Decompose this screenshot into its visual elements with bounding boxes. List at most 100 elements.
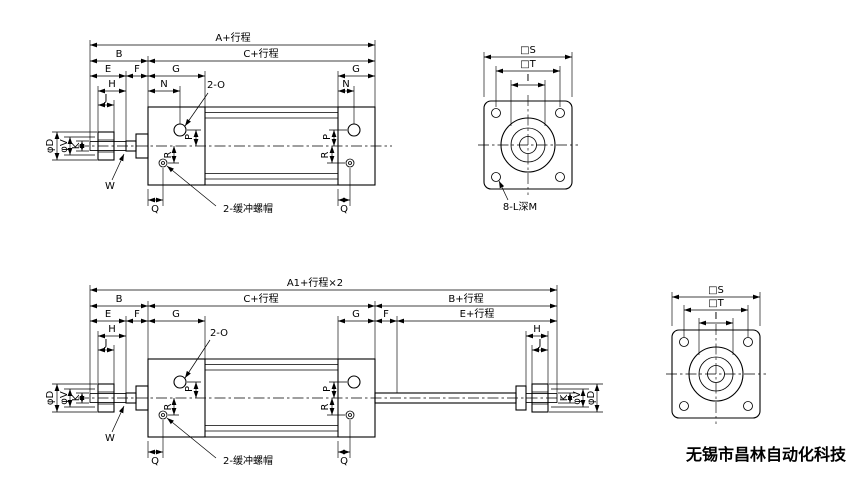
end-view-centerlines-bottom bbox=[666, 324, 766, 424]
label-ports-bottom: 2-O bbox=[210, 328, 228, 339]
dim-label-g-rear-bottom: G bbox=[352, 309, 360, 320]
dim-label-phi-v: φV bbox=[59, 139, 70, 153]
dim-label-b: B bbox=[116, 49, 123, 60]
rear-cushion-circle-bottom bbox=[345, 410, 355, 420]
tie-rods bbox=[205, 112, 338, 180]
rear-port-circle-bottom bbox=[347, 375, 361, 389]
dim-label-q-front-bottom: Q bbox=[151, 456, 159, 467]
dim-label-f: F bbox=[134, 64, 140, 75]
front-cover bbox=[147, 106, 206, 186]
rear-port-circle bbox=[347, 123, 361, 137]
dim-label-p-front-bottom: P bbox=[184, 386, 195, 392]
mount-holes-leader bbox=[498, 180, 509, 201]
front-cushion-circle-bottom bbox=[158, 410, 168, 420]
end-view-labels-bottom: □S □T I bbox=[708, 285, 725, 322]
rear-cushion-center-bottom bbox=[348, 413, 352, 417]
dim-label-f-left: F bbox=[134, 309, 140, 320]
rear-cover bbox=[337, 106, 376, 186]
front-port-circle-bottom bbox=[173, 375, 187, 389]
tie-rods-bottom bbox=[205, 364, 338, 432]
top-cylinder-body bbox=[147, 106, 376, 186]
dim-label-k: K bbox=[71, 142, 82, 149]
wrench-flat-leader-bottom bbox=[111, 405, 125, 433]
dim-label-j: J bbox=[104, 93, 108, 104]
dim-label-e: E bbox=[105, 64, 111, 75]
dim-label-t-square-bottom: □T bbox=[708, 298, 724, 309]
top-cylinder-side-view: A+行程 B C+行程 E F G G H N N 2-O J φD φV K … bbox=[45, 31, 392, 215]
cushion-leader bbox=[166, 165, 217, 207]
label-mount-holes: 8-L深M bbox=[503, 201, 537, 213]
label-cushion-nuts-bottom: 2-缓冲螺帽 bbox=[223, 454, 273, 467]
dim-label-b-stroke: B+行程 bbox=[448, 292, 483, 305]
dim-label-w-bottom: W bbox=[105, 433, 115, 444]
flange-square bbox=[483, 100, 573, 190]
end-view-extension-lines-bottom bbox=[671, 292, 761, 355]
rod-hex-nut bbox=[97, 131, 115, 161]
rod-hex-nut-left bbox=[97, 383, 115, 413]
end-view-extension-lines bbox=[483, 52, 573, 126]
top-rod-end-assembly bbox=[89, 131, 149, 161]
wrench-flat-leader bbox=[111, 153, 125, 181]
dim-label-r-rear-bottom: R bbox=[320, 403, 331, 410]
end-view-dimension-lines bbox=[484, 54, 572, 88]
dim-label-f-right: F bbox=[383, 309, 389, 320]
dim-label-p-front: P bbox=[184, 134, 195, 140]
top-end-view: □S □T I 8-L深M bbox=[478, 45, 578, 213]
port-leader bbox=[184, 92, 209, 127]
bottom-cylinder-body bbox=[147, 358, 376, 438]
dim-label-g-rear: G bbox=[352, 64, 360, 75]
dim-label-t-square: □T bbox=[520, 59, 536, 70]
dim-label-k-left-bottom: K bbox=[71, 394, 82, 401]
dim-label-h-left-bottom: H bbox=[108, 324, 116, 335]
bottom-right-rod-end bbox=[374, 383, 558, 413]
dim-label-e-stroke: E+行程 bbox=[460, 307, 495, 320]
dim-label-h: H bbox=[108, 79, 116, 90]
dim-label-k-right: K bbox=[559, 394, 570, 401]
dim-label-i: I bbox=[527, 73, 530, 84]
rod-hex-nut-right bbox=[531, 383, 549, 413]
company-watermark: 无锡市昌林自动化科技 bbox=[685, 445, 847, 464]
hex-nut-flats bbox=[98, 139, 114, 153]
bottom-cylinder-side-view: A1+行程×2 B C+行程 B+行程 E F G G F E+行程 H 2-O… bbox=[45, 276, 603, 467]
dim-label-phi-d-right: φD bbox=[586, 391, 597, 406]
label-cushion-nuts: 2-缓冲螺帽 bbox=[223, 202, 273, 215]
front-cushion-center bbox=[161, 161, 165, 165]
cylinder-tube bbox=[205, 106, 338, 186]
top-dimension-lines bbox=[54, 42, 375, 203]
dim-label-i-bottom: I bbox=[715, 311, 718, 322]
dim-label-a-stroke: A+行程 bbox=[215, 31, 250, 44]
dim-label-q-front: Q bbox=[151, 204, 159, 215]
dim-label-s-square-bottom: □S bbox=[708, 285, 724, 296]
bottom-leader-lines bbox=[111, 339, 217, 459]
top-extension-lines bbox=[52, 40, 376, 206]
bottom-end-view: □S □T I bbox=[666, 285, 766, 424]
dim-label-s-square: □S bbox=[520, 45, 536, 56]
dim-label-phi-v-left-bottom: φV bbox=[59, 391, 70, 405]
rear-cushion-circle bbox=[345, 158, 355, 168]
front-cushion-circle bbox=[158, 158, 168, 168]
front-cover-bottom bbox=[147, 358, 206, 438]
mounting-holes-bottom bbox=[679, 337, 753, 411]
dim-label-p-rear-bottom: P bbox=[322, 386, 333, 392]
dim-label-phi-d-left-bottom: φD bbox=[45, 391, 56, 406]
label-ports: 2-O bbox=[207, 80, 225, 91]
dim-label-p-rear: P bbox=[322, 134, 333, 140]
dim-label-c-stroke: C+行程 bbox=[243, 47, 278, 60]
dim-label-w: W bbox=[105, 181, 115, 192]
dim-label-h-right: H bbox=[533, 324, 541, 335]
bottom-dimension-lines bbox=[54, 287, 600, 455]
dim-label-e-bottom: E bbox=[105, 309, 111, 320]
dim-label-q-rear: Q bbox=[340, 204, 348, 215]
dim-label-g-front: G bbox=[172, 64, 180, 75]
mounting-holes bbox=[491, 108, 565, 182]
center-bore-circles-bottom bbox=[688, 346, 744, 402]
center-bore-circles bbox=[500, 117, 556, 173]
top-dim-labels: A+行程 B C+行程 E F G G H N N 2-O J φD φV K … bbox=[45, 31, 360, 215]
rear-cushion-center bbox=[348, 161, 352, 165]
dim-label-c-stroke-bottom: C+行程 bbox=[243, 292, 278, 305]
dim-label-b-bottom: B bbox=[116, 294, 123, 305]
dim-label-r-front: R bbox=[163, 151, 174, 158]
dim-label-r-front-bottom: R bbox=[163, 403, 174, 410]
dim-label-j-right: J bbox=[538, 338, 542, 349]
